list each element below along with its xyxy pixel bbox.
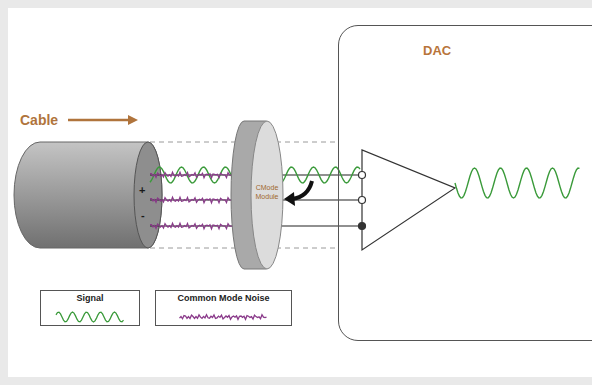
reject-arrow <box>292 181 312 199</box>
pin-name: + <box>139 184 145 196</box>
legend-sample <box>156 310 291 324</box>
legend-text: Signal <box>41 291 139 304</box>
legend-text: Common Mode Noise <box>156 291 291 304</box>
ground-terminal <box>359 223 366 230</box>
noise-wave <box>150 197 245 203</box>
output-wave <box>455 168 580 198</box>
disc-face <box>251 121 283 269</box>
box-title: DAC <box>423 43 483 59</box>
reject-arrowhead <box>284 192 295 206</box>
module-label: CMode Module <box>250 184 284 202</box>
noise-wave <box>150 223 245 229</box>
input-terminal <box>359 197 366 204</box>
cmode-module: CMode Module <box>226 118 286 272</box>
legend-box: Signal <box>40 290 140 326</box>
pin-name: - <box>141 209 145 221</box>
legend-box: Common Mode Noise <box>155 290 292 326</box>
cable-arrowhead <box>128 115 138 125</box>
amplifier-symbol <box>362 150 455 250</box>
cable-arrow <box>68 119 130 122</box>
cable-label-holder: Cable <box>20 111 58 129</box>
legend-sample <box>41 310 139 324</box>
dac-box: DAC <box>338 25 592 341</box>
panel: CMode Module DAC Cable + - Signal Common Mode … <box>8 8 592 377</box>
noise-sample-wave <box>180 315 267 320</box>
input-terminal <box>359 172 366 179</box>
signal-sample-wave <box>56 312 124 322</box>
pin-name-holder: + <box>139 180 145 198</box>
noise-wave <box>150 172 245 178</box>
pin-name-holder: - <box>141 205 145 223</box>
cable-face <box>134 142 162 248</box>
cable-label: Cable <box>20 112 58 128</box>
cable-body <box>14 142 162 248</box>
